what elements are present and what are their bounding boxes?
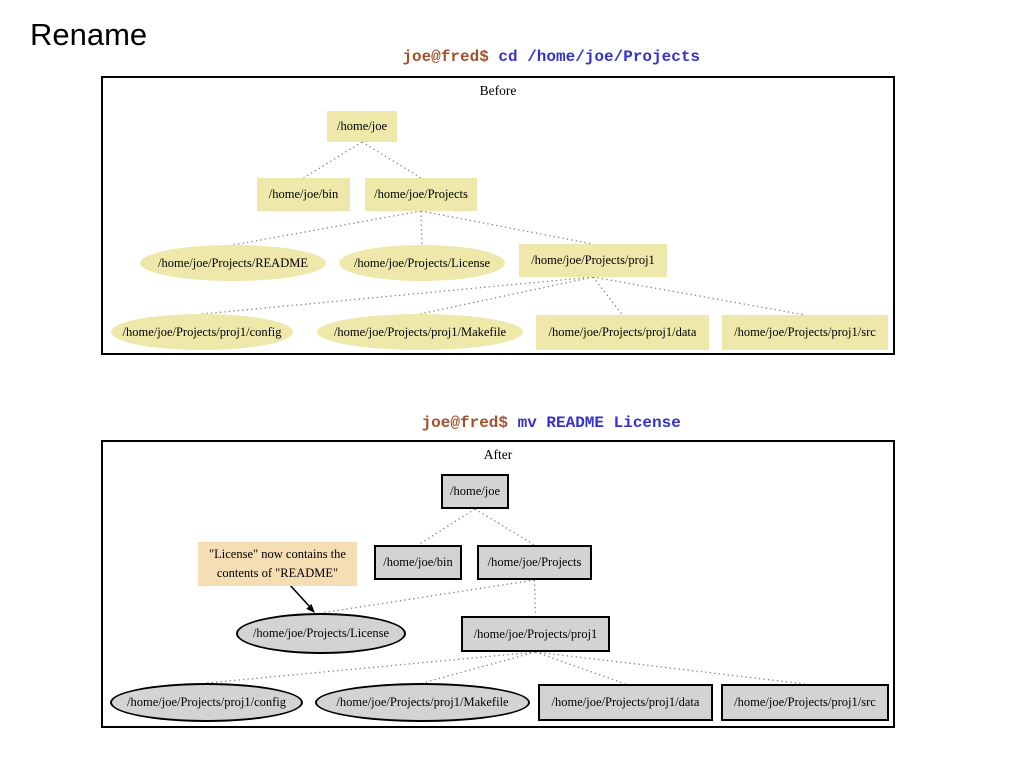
after-diagram: After "License" now contains the content…	[101, 440, 895, 728]
edge-home-bin	[303, 141, 363, 179]
annotation-arrow-line	[288, 583, 311, 608]
after-node-proj1: /home/joe/Projects/proj1	[461, 616, 610, 652]
annotation-callout: "License" now contains the contents of "…	[198, 542, 357, 586]
before-node-home: /home/joe	[327, 111, 397, 142]
before-tree-edges	[201, 141, 806, 316]
slide-title: Rename	[30, 17, 148, 52]
before-node-makefile: /home/joe/Projects/proj1/Makefile	[317, 314, 523, 350]
edge-home-bin	[417, 508, 476, 546]
shell-prompt: joe@fred$	[402, 48, 489, 66]
before-node-readme: /home/joe/Projects/README	[140, 245, 326, 281]
edge-proj1-makefile	[419, 276, 594, 315]
annotation-arrowhead-icon	[306, 603, 315, 613]
annotation-text-line2: contents of "README"	[216, 565, 339, 580]
terminal-command-mv: joe@fred$ mv README License	[383, 396, 681, 450]
before-diagram: Before /home/joe/home/joe/bin/home/joe/P…	[101, 76, 895, 355]
edge-proj1-config	[201, 276, 594, 315]
after-node-bin: /home/joe/bin	[374, 545, 462, 580]
after-diagram-title: After	[483, 447, 513, 462]
edge-home-projects	[474, 508, 535, 546]
edge-proj1-src	[592, 276, 806, 316]
annotation-text-line1: "License" now contains the	[209, 547, 346, 561]
edge-proj1-config	[206, 651, 536, 684]
edge-projects-proj1	[533, 579, 537, 617]
shell-command-text: cd /home/joe/Projects	[498, 48, 701, 66]
edge-projects-license	[320, 579, 535, 614]
edge-proj1-makefile	[422, 651, 536, 684]
before-node-projects: /home/joe/Projects	[365, 178, 477, 211]
before-diagram-title: Before	[479, 83, 517, 98]
after-node-home: /home/joe	[441, 474, 509, 509]
after-node-makefile: /home/joe/Projects/proj1/Makefile	[315, 683, 530, 722]
edge-proj1-src	[535, 651, 806, 685]
terminal-command-cd: joe@fred$ cd /home/joe/Projects	[364, 30, 700, 84]
before-node-data: /home/joe/Projects/proj1/data	[536, 315, 709, 350]
after-node-projects: /home/joe/Projects	[477, 545, 592, 580]
before-node-license: /home/joe/Projects/License	[339, 245, 505, 281]
before-node-src: /home/joe/Projects/proj1/src	[722, 315, 888, 350]
edge-projects-readme	[232, 210, 422, 246]
edge-home-projects	[361, 141, 422, 179]
before-node-bin: /home/joe/bin	[257, 178, 350, 211]
after-node-license: /home/joe/Projects/License	[236, 613, 406, 654]
edge-projects-license	[420, 210, 423, 246]
after-node-config: /home/joe/Projects/proj1/config	[110, 683, 303, 722]
shell-command-text: mv README License	[517, 414, 681, 432]
edge-proj1-data	[592, 276, 624, 316]
after-tree-edges	[206, 508, 806, 685]
after-node-data: /home/joe/Projects/proj1/data	[538, 684, 713, 721]
edge-projects-proj1	[420, 210, 594, 245]
after-node-src: /home/joe/Projects/proj1/src	[721, 684, 889, 721]
shell-prompt: joe@fred$	[421, 414, 508, 432]
before-node-config: /home/joe/Projects/proj1/config	[111, 314, 293, 350]
before-node-proj1: /home/joe/Projects/proj1	[519, 244, 667, 277]
